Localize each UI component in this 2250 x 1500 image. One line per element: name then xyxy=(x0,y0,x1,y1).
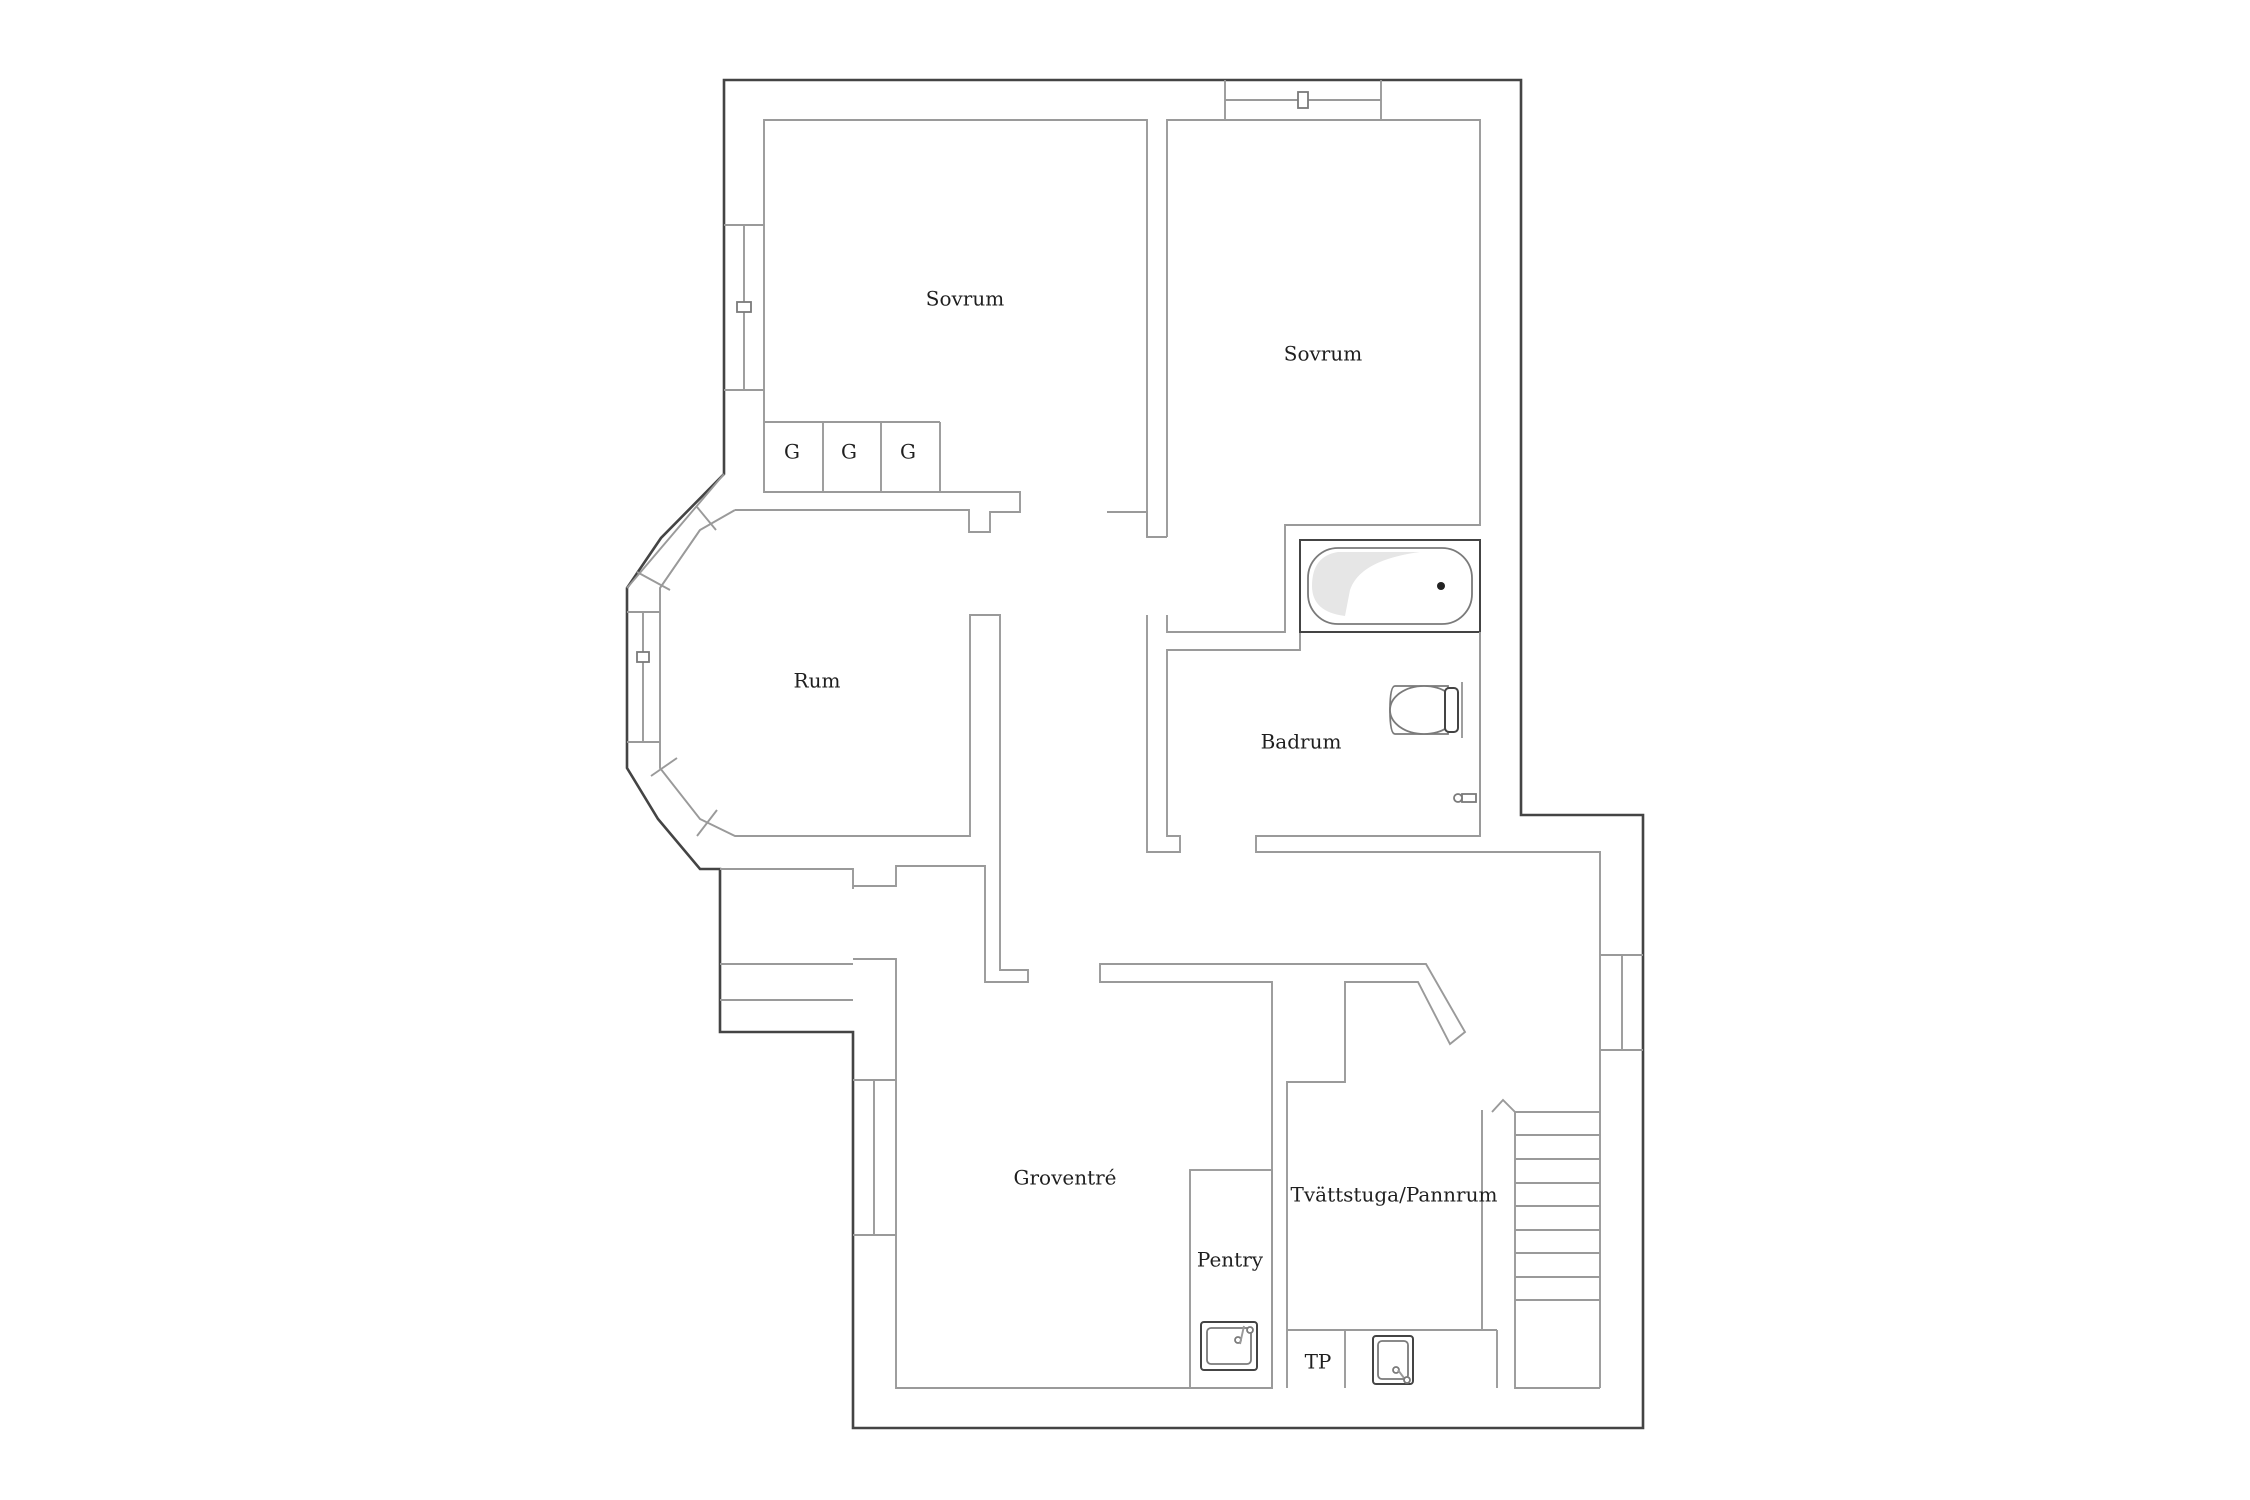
bay-window-inner-top xyxy=(659,529,701,589)
room-label-groventre: Groventré xyxy=(1013,1166,1116,1190)
closet-label-2: G xyxy=(841,440,857,464)
room-label-sovrum-2: Sovrum xyxy=(1284,342,1362,366)
bay-window-line-5 xyxy=(696,506,717,531)
badrum-wall-left xyxy=(1146,615,1301,853)
toilet-icon xyxy=(1389,682,1463,738)
stair-wall xyxy=(1491,1098,1600,1389)
room-label-badrum: Badrum xyxy=(1261,730,1342,754)
pentry-counter xyxy=(1189,1169,1273,1389)
bathtub-shadow xyxy=(1312,552,1420,616)
bay-window-line-4 xyxy=(636,571,671,591)
room-label-tvattstuga: Tvättstuga/Pannrum xyxy=(1291,1183,1498,1207)
bay-window-line-6 xyxy=(650,757,678,777)
room-label-sovrum-1: Sovrum xyxy=(926,287,1004,311)
closet-label-1: G xyxy=(784,440,800,464)
bathtub-drain-icon xyxy=(1437,582,1445,590)
inner-wall-outline xyxy=(763,119,1148,537)
laundry-sink-icon xyxy=(1372,1335,1414,1385)
pentry-sink-icon xyxy=(1200,1321,1258,1371)
room-label-tp: TP xyxy=(1305,1350,1332,1374)
inner-wall-sovrum2 xyxy=(1166,119,1481,633)
bay-window-top xyxy=(626,473,725,589)
inner-wall-closets-base xyxy=(735,382,1021,533)
window-latch-bay xyxy=(636,651,650,663)
door-jamb-sovrum2 xyxy=(1107,511,1167,538)
rum-wall xyxy=(659,509,1029,983)
window-latch-sovrum2 xyxy=(1297,91,1309,109)
closet-label-3: G xyxy=(900,440,916,464)
room-label-rum: Rum xyxy=(794,669,841,693)
outer-wall xyxy=(625,78,1645,1430)
room-label-pentry: Pentry xyxy=(1197,1248,1264,1272)
tap-icon xyxy=(1453,793,1477,803)
porch-inner xyxy=(720,868,854,889)
bay-window-line-7 xyxy=(696,809,718,837)
groventre-wall xyxy=(853,958,1467,1389)
window-latch-sovrum1 xyxy=(736,301,752,313)
